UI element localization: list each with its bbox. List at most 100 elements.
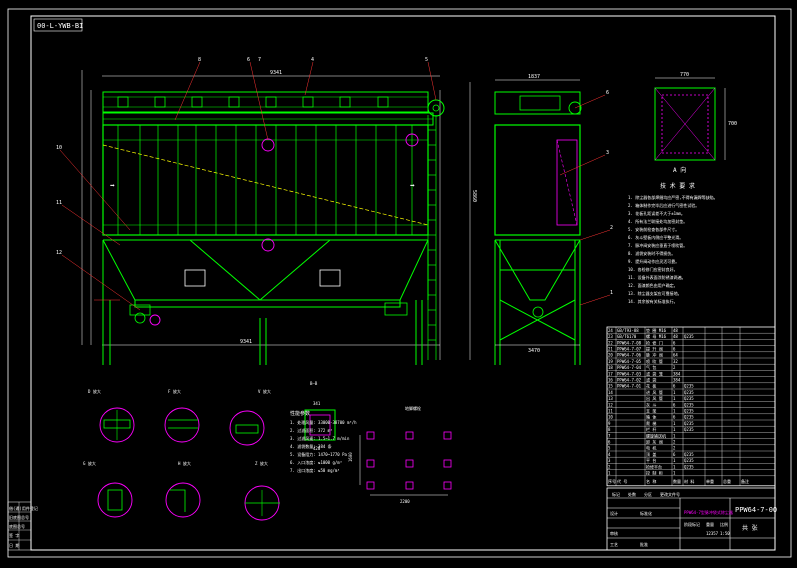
svg-text:420: 420 bbox=[313, 446, 321, 451]
bom-cell: 2 bbox=[673, 440, 676, 445]
bom-cell: PPW64-7-08 bbox=[617, 340, 642, 345]
svg-text:11. 设备外表面涂防锈漆两遍。: 11. 设备外表面涂防锈漆两遍。 bbox=[628, 274, 686, 280]
svg-text:共 张: 共 张 bbox=[742, 524, 758, 532]
svg-text:9341: 9341 bbox=[240, 339, 252, 345]
bom-cell: 19 bbox=[608, 359, 613, 364]
bom-cell: 喷 吹 管 bbox=[646, 358, 663, 364]
svg-text:A 向: A 向 bbox=[673, 166, 686, 174]
bom-cell: 1 bbox=[673, 427, 676, 432]
svg-text:签 字: 签 字 bbox=[9, 532, 19, 538]
svg-text:5860: 5860 bbox=[471, 190, 477, 202]
svg-text:工艺: 工艺 bbox=[610, 542, 618, 547]
bom-cell: 13 bbox=[608, 396, 613, 401]
bom-cell: PPW64-7-06 bbox=[617, 353, 642, 358]
svg-text:阶段标记: 阶段标记 bbox=[684, 521, 700, 527]
svg-text:2: 2 bbox=[610, 225, 613, 231]
svg-text:批准: 批准 bbox=[640, 541, 648, 547]
bom-cell: 箱 体 bbox=[646, 414, 656, 420]
bom-cell: Q235 bbox=[684, 390, 694, 395]
bom-cell: Q235 bbox=[684, 421, 694, 426]
bom-cell: Q235 bbox=[684, 334, 694, 339]
bom-cell: 12 bbox=[608, 402, 613, 407]
svg-text:5. 安装前检查各部件尺寸。: 5. 安装前检查各部件尺寸。 bbox=[628, 226, 679, 232]
bom-cell: 栏 杆 bbox=[646, 426, 656, 432]
bom-cell: 4 bbox=[608, 452, 611, 457]
bom-header: 备注 bbox=[741, 478, 749, 484]
bom-cell: Q235 bbox=[684, 384, 694, 389]
bom-header: 单重 bbox=[706, 478, 714, 484]
bom-cell: 2 bbox=[673, 365, 676, 370]
bom-cell: Q235 bbox=[684, 464, 694, 469]
svg-text:设计: 设计 bbox=[610, 510, 618, 516]
svg-text:8. 滤袋安装时不得损伤。: 8. 滤袋安装时不得损伤。 bbox=[628, 250, 675, 256]
svg-text:770: 770 bbox=[680, 72, 689, 78]
bom-cell: 卸 灰 阀 bbox=[646, 439, 663, 445]
svg-text:性能参数: 性能参数 bbox=[290, 410, 310, 417]
bom-cell: 提 升 阀 bbox=[646, 346, 663, 352]
bom-cell: Q235 bbox=[684, 415, 694, 420]
svg-text:Z 放大: Z 放大 bbox=[255, 460, 268, 466]
front-view: 9341 5860 9341 bbox=[56, 57, 477, 365]
svg-text:1600: 1600 bbox=[348, 452, 353, 462]
svg-text:4: 4 bbox=[311, 57, 314, 63]
bom-cell: GB/T6170 bbox=[617, 334, 637, 339]
svg-text:700: 700 bbox=[728, 121, 737, 127]
bom-cell: 24 bbox=[608, 328, 613, 333]
detail-marker-c bbox=[261, 238, 275, 252]
svg-text:地脚螺栓: 地脚螺栓 bbox=[405, 405, 421, 411]
svg-text:9. 提升阀动作应灵活可靠。: 9. 提升阀动作应灵活可靠。 bbox=[628, 258, 679, 264]
svg-text:D 放大: D 放大 bbox=[88, 388, 101, 394]
svg-text:日 期: 日 期 bbox=[9, 542, 19, 548]
bom-cell: 6 bbox=[673, 340, 676, 345]
drawing-stamp: 00-L-YWB-BI bbox=[33, 18, 83, 32]
svg-text:底图总号: 底图总号 bbox=[9, 523, 25, 529]
bom-cell: 1 bbox=[673, 433, 676, 438]
svg-text:5. 设备阻力: 1470~1770 Pa: 5. 设备阻力: 1470~1770 Pa bbox=[290, 451, 348, 457]
bom-cell: 6 bbox=[673, 415, 676, 420]
bom-cell: PPW64-7-03 bbox=[617, 371, 642, 376]
bom-cell: 3 bbox=[608, 458, 611, 463]
bom-cell: 2 bbox=[673, 446, 676, 451]
svg-text:3. 花板孔距误差不大于±1mm。: 3. 花板孔距误差不大于±1mm。 bbox=[628, 210, 685, 216]
svg-text:7. 脉冲阀安装应垂直于喷吹管。: 7. 脉冲阀安装应垂直于喷吹管。 bbox=[628, 242, 687, 248]
bom-cell: 16 bbox=[608, 378, 613, 383]
svg-text:2200: 2200 bbox=[400, 499, 410, 504]
bom-cell: 6 bbox=[673, 452, 676, 457]
bom-cell: 花 板 bbox=[646, 383, 656, 389]
bom-cell: 22 bbox=[608, 340, 613, 345]
svg-text:7: 7 bbox=[258, 57, 261, 63]
view-a: 770 700 A 向 bbox=[654, 72, 737, 174]
svg-text:1: 1 bbox=[610, 290, 613, 296]
bom-cell: 21 bbox=[608, 347, 613, 352]
svg-text:G 放大: G 放大 bbox=[83, 460, 96, 466]
outer-frame bbox=[7, 8, 792, 558]
svg-text:5: 5 bbox=[425, 57, 428, 63]
bolt-layout: 地脚螺栓 2200 1600 bbox=[348, 405, 452, 504]
bom-cell: 进 风 管 bbox=[646, 389, 663, 395]
bom-cell: 螺 母 M16 bbox=[646, 333, 667, 339]
svg-text:00-L-YWB-BI: 00-L-YWB-BI bbox=[37, 22, 83, 30]
detail-marker-b bbox=[405, 133, 419, 147]
bom-cell: 灰 斗 bbox=[646, 401, 656, 407]
bom-cell: 螺旋输送机 bbox=[646, 432, 666, 438]
bom-cell: 17 bbox=[608, 371, 613, 376]
bom-cell: 48 bbox=[673, 334, 678, 339]
svg-text:1. 处理风量: 33000-38700 m³/h: 1. 处理风量: 33000-38700 m³/h bbox=[290, 419, 357, 425]
svg-text:B—B: B—B bbox=[310, 381, 318, 386]
bom-cell: 1 bbox=[673, 421, 676, 426]
bom-cell: 气 包 bbox=[646, 364, 656, 370]
bom-cell: Q235 bbox=[684, 452, 694, 457]
svg-text:1:50: 1:50 bbox=[720, 531, 730, 536]
bom-cell: 滤 袋 bbox=[646, 377, 656, 383]
svg-text:审核: 审核 bbox=[610, 530, 618, 536]
svg-text:分区: 分区 bbox=[644, 491, 652, 497]
bom-cell: 平 台 bbox=[646, 457, 656, 463]
bom-cell: 1 bbox=[608, 471, 611, 476]
svg-text:12. 面漆颜色由用户确定。: 12. 面漆颜色由用户确定。 bbox=[628, 282, 678, 288]
bom-cell: Q235 bbox=[684, 396, 694, 401]
bom-cell: 18 bbox=[608, 365, 613, 370]
svg-text:1. 除尘器各部焊缝均应严密,不得有漏焊等缺陷。: 1. 除尘器各部焊缝均应严密,不得有漏焊等缺陷。 bbox=[628, 194, 718, 200]
bom-cell: 电 机 bbox=[646, 445, 656, 451]
bom-cell: 顶 盖 bbox=[646, 451, 656, 457]
